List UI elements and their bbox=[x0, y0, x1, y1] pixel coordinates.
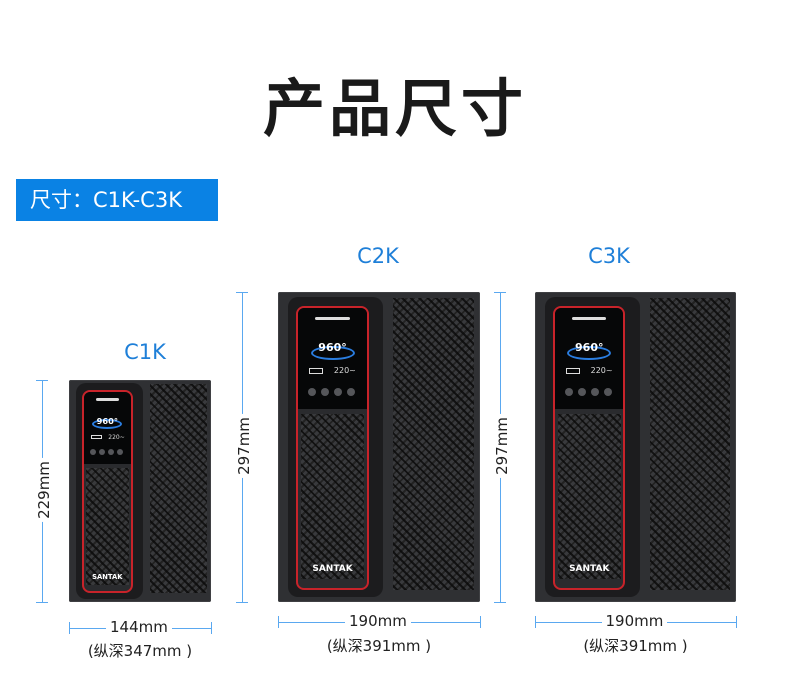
screen-value: 960° bbox=[96, 415, 118, 426]
size-range-badge: 尺寸：C1K-C3K bbox=[16, 179, 218, 221]
side-vent-grille bbox=[149, 384, 207, 594]
screen-value: 960° bbox=[318, 341, 347, 355]
dimension-tick bbox=[494, 292, 506, 293]
dimension-tick bbox=[278, 616, 279, 628]
dimension-tick bbox=[69, 622, 70, 634]
panel-button[interactable] bbox=[590, 388, 599, 397]
width-label: 144mm bbox=[106, 618, 172, 636]
page-title: 产品尺寸 bbox=[262, 72, 527, 145]
battery-icon bbox=[309, 368, 324, 375]
dimension-tick bbox=[480, 616, 481, 628]
height-label: 297mm bbox=[492, 414, 511, 478]
depth-label: (纵深391mm ) bbox=[326, 637, 432, 655]
brand-logo: SANTAK bbox=[92, 573, 123, 582]
panel-button[interactable] bbox=[307, 388, 316, 397]
dimension-tick bbox=[535, 616, 536, 628]
front-vent-grille bbox=[557, 414, 621, 580]
front-vent-grille bbox=[85, 467, 129, 586]
panel-button[interactable] bbox=[346, 388, 355, 397]
lcd-screen: 960° 220~ bbox=[83, 391, 131, 464]
panel-button[interactable] bbox=[117, 449, 124, 456]
panel-button[interactable] bbox=[108, 449, 115, 456]
dimension-tick bbox=[494, 602, 506, 603]
ups-unit-image: 960° 220~ SANTAK bbox=[535, 292, 736, 602]
panel-button[interactable] bbox=[603, 388, 612, 397]
height-label: 297mm bbox=[234, 414, 253, 478]
panel-button[interactable] bbox=[564, 388, 573, 397]
ups-unit-image: 960° 220~ SANTAK bbox=[278, 292, 480, 602]
dimension-tick bbox=[36, 380, 48, 381]
lcd-screen: 960° 220~ bbox=[298, 307, 367, 409]
ups-unit-image: 960° 220~ SANTAK bbox=[69, 380, 211, 602]
battery-icon bbox=[566, 368, 581, 375]
model-label: C1K bbox=[124, 340, 166, 364]
battery-icon bbox=[91, 434, 102, 440]
dimension-tick bbox=[736, 616, 737, 628]
width-label: 190mm bbox=[345, 612, 411, 630]
side-vent-grille bbox=[649, 298, 730, 590]
model-label: C3K bbox=[588, 244, 630, 268]
depth-label: (纵深347mm ) bbox=[87, 642, 193, 660]
model-label: C2K bbox=[357, 244, 399, 268]
panel-button[interactable] bbox=[320, 388, 329, 397]
dimension-tick bbox=[211, 622, 212, 634]
screen-voltage: 220~ bbox=[333, 366, 356, 376]
depth-label: (纵深391mm ) bbox=[583, 637, 688, 655]
brand-logo: SANTAK bbox=[312, 563, 353, 574]
lcd-screen: 960° 220~ bbox=[555, 307, 624, 409]
panel-button[interactable] bbox=[577, 388, 586, 397]
width-label: 190mm bbox=[601, 612, 668, 630]
side-vent-grille bbox=[393, 298, 474, 590]
dimension-tick bbox=[236, 292, 248, 293]
front-vent-grille bbox=[300, 414, 365, 580]
panel-button[interactable] bbox=[90, 449, 97, 456]
front-panel: 960° 220~ SANTAK bbox=[553, 305, 626, 590]
front-panel: 960° 220~ SANTAK bbox=[81, 389, 133, 594]
front-panel: 960° 220~ SANTAK bbox=[296, 305, 369, 590]
panel-button[interactable] bbox=[333, 388, 342, 397]
dimension-tick bbox=[36, 602, 48, 603]
screen-voltage: 220~ bbox=[108, 433, 125, 441]
screen-voltage: 220~ bbox=[590, 366, 613, 376]
screen-value: 960° bbox=[575, 341, 604, 355]
brand-logo: SANTAK bbox=[569, 563, 610, 574]
panel-button[interactable] bbox=[99, 449, 106, 456]
height-label: 229mm bbox=[34, 458, 53, 522]
dimension-tick bbox=[236, 602, 248, 603]
